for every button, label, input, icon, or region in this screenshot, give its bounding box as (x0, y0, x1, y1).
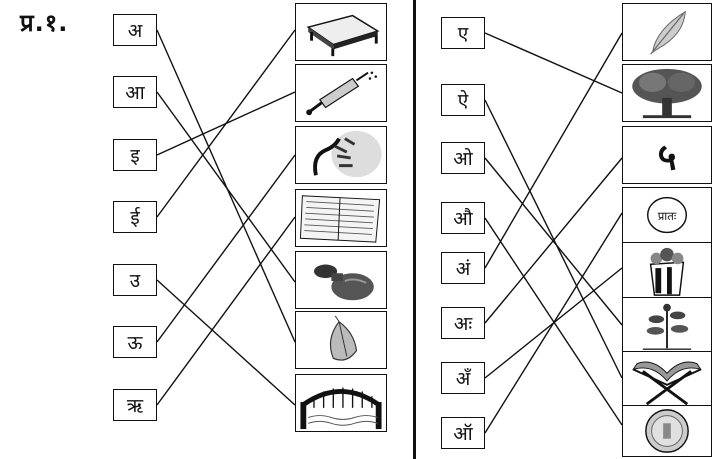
connector-line (484, 157, 623, 326)
picture-drumstick[interactable] (295, 251, 387, 309)
connector-line (484, 212, 623, 434)
connector-line (156, 279, 296, 406)
table-icon (306, 14, 380, 57)
letter-box-am[interactable]: अं (441, 252, 485, 284)
pratah-seal-icon: प्रातः (646, 196, 688, 234)
connector-line (484, 32, 623, 94)
picture-feather[interactable] (622, 3, 712, 61)
picture-leaf[interactable] (295, 311, 387, 369)
numeral-five-text: ५ (657, 135, 676, 178)
numeral-five-icon: ५ (657, 135, 676, 178)
picture-numeral-five[interactable]: ५ (622, 126, 712, 184)
drumstick-icon (313, 264, 374, 301)
coin-icon (645, 409, 689, 453)
bridge-icon (300, 387, 382, 430)
letter-box-an[interactable]: अँ (441, 362, 485, 394)
letter-box-au[interactable]: औ (441, 202, 485, 234)
letter-box-a[interactable]: अ (113, 14, 157, 46)
connector-line (484, 32, 623, 269)
lectern-icon (632, 361, 702, 406)
connector-line (484, 157, 623, 324)
picture-bridge[interactable] (295, 374, 387, 432)
picture-coin[interactable] (622, 405, 712, 457)
tiger-icon (313, 130, 382, 178)
picture-tiger[interactable] (295, 126, 387, 184)
picture-popcorn[interactable] (622, 242, 712, 300)
connector-line (484, 267, 623, 379)
connector-line (156, 91, 296, 283)
question-number: प्र.१. (20, 9, 69, 37)
picture-syringe[interactable] (295, 64, 387, 122)
letter-box-uu[interactable]: ऊ (113, 326, 157, 358)
connector-line (156, 91, 296, 156)
letter-box-e[interactable]: ए (441, 17, 485, 49)
picture-tree[interactable] (622, 64, 712, 122)
letter-box-aa[interactable]: आ (113, 76, 157, 108)
picture-lectern[interactable] (622, 351, 712, 409)
feather-icon (650, 10, 686, 55)
center-divider (413, 0, 416, 459)
letter-box-o[interactable]: ओ (441, 142, 485, 174)
connector-line (156, 29, 296, 218)
leaf-icon (329, 315, 358, 361)
plant-icon (642, 303, 692, 350)
pratah-text: प्रातः (658, 209, 677, 223)
connector-line (484, 99, 623, 379)
notebook-icon (299, 195, 381, 243)
letter-box-ah[interactable]: अः (441, 307, 485, 339)
connector-line (484, 217, 623, 426)
picture-notebook[interactable] (295, 189, 387, 247)
letter-box-ai[interactable]: ऐ (441, 84, 485, 116)
picture-plant[interactable] (622, 297, 712, 355)
picture-table[interactable] (295, 3, 387, 61)
connector-line (156, 154, 296, 343)
picture-pratah-seal[interactable]: प्रातः (622, 187, 712, 245)
letter-box-ri[interactable]: ऋ (113, 389, 157, 421)
letter-box-i[interactable]: इ (113, 139, 157, 171)
syringe-icon (306, 71, 378, 116)
letter-box-o-chandra[interactable]: ऑ (441, 417, 485, 449)
popcorn-icon (649, 247, 685, 296)
letter-box-ii[interactable]: ई (113, 201, 157, 233)
letter-box-u[interactable]: उ (113, 264, 157, 296)
connector-line (156, 216, 296, 406)
connector-line (156, 29, 296, 343)
tree-icon (632, 68, 702, 119)
